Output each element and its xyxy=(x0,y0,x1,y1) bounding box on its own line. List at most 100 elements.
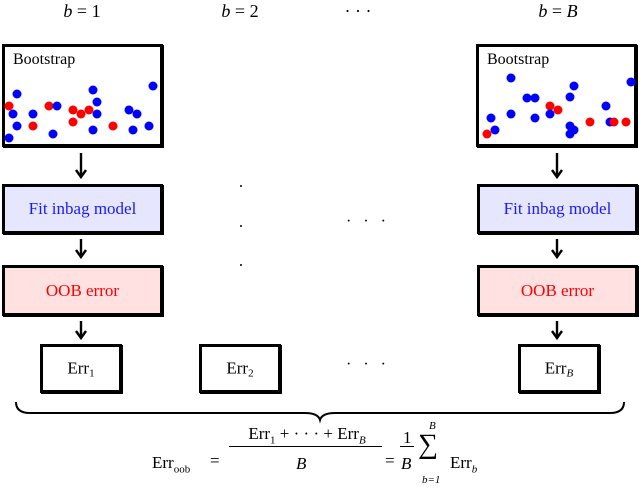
vertical-ellipsis-dot xyxy=(240,264,242,266)
num-base: Err xyxy=(248,424,271,443)
red-point xyxy=(585,117,595,127)
formula-eq1: = xyxy=(210,451,220,470)
oob-error-label: OOB error xyxy=(45,280,120,300)
red-point xyxy=(553,105,563,115)
header-b-equals-2: b = 2 xyxy=(190,0,290,22)
red-point xyxy=(44,101,54,111)
header-val: B xyxy=(566,1,578,21)
header-val: 2 xyxy=(249,1,259,21)
blue-point xyxy=(569,125,579,135)
blue-point xyxy=(522,93,532,103)
blue-point xyxy=(92,109,102,119)
red-point xyxy=(76,109,86,119)
blue-point xyxy=(486,113,496,123)
blue-point xyxy=(8,109,18,119)
sum-lower: b=1 xyxy=(422,474,441,486)
err-ellipsis: · · · xyxy=(346,356,390,373)
fit-inbag-model-box-B: Fit inbag model xyxy=(477,184,638,234)
blue-point xyxy=(88,125,98,135)
formula-numerator: Err1 + · · · + ErrB xyxy=(232,424,382,446)
header-eq: = xyxy=(230,1,250,21)
blue-point xyxy=(4,133,14,143)
term-base: Err xyxy=(450,453,472,472)
blue-point xyxy=(530,113,540,123)
blue-point xyxy=(12,121,22,131)
err-sub: 1 xyxy=(89,367,95,379)
err-box-1: Err1 xyxy=(40,344,122,393)
sum-symbol: ∑ xyxy=(418,429,438,460)
lhs-sub: oob xyxy=(173,463,191,476)
blue-point xyxy=(12,89,22,99)
red-point xyxy=(84,105,94,115)
bootstrap-box-1: Bootstrap xyxy=(2,44,163,147)
red-point xyxy=(108,121,118,131)
sum-upper: B xyxy=(429,420,436,432)
blue-point xyxy=(52,101,62,111)
err-base: Err xyxy=(226,358,249,377)
formula-eq2: = xyxy=(385,451,395,470)
red-point xyxy=(609,117,619,127)
num-plus: + · · · + xyxy=(275,424,338,443)
formula-frac2-den: B xyxy=(401,454,412,473)
err-box-2: Err2 xyxy=(199,344,281,393)
blue-point xyxy=(569,81,579,91)
header-eq: = xyxy=(72,1,92,21)
err-1-label: Err1 xyxy=(43,358,119,379)
blue-point xyxy=(144,121,154,131)
blue-point xyxy=(506,73,516,83)
fraction-line xyxy=(229,446,382,447)
blue-point xyxy=(128,125,138,135)
blue-point xyxy=(92,97,102,107)
arrow-down-icon xyxy=(75,153,563,341)
fit-inbag-label: Fit inbag model xyxy=(503,199,612,218)
oob-error-label: OOB error xyxy=(520,280,595,300)
formula-denominator: B xyxy=(296,454,307,473)
blue-point xyxy=(88,85,98,95)
curly-brace-icon xyxy=(15,401,625,424)
blue-point xyxy=(124,105,134,115)
middle-ellipsis: · · · xyxy=(346,213,390,230)
blue-point xyxy=(565,92,575,102)
formula-frac2-num: 1 xyxy=(403,428,412,447)
num-base: Err xyxy=(337,424,359,443)
header-ellipsis: · · · xyxy=(344,1,372,21)
num-sub: 1 xyxy=(270,434,276,447)
red-point xyxy=(68,105,78,115)
vertical-ellipsis-dot xyxy=(240,185,242,187)
blue-point xyxy=(132,109,142,119)
header-val: 1 xyxy=(91,1,101,21)
blue-point xyxy=(506,109,516,119)
err-box-B: ErrB xyxy=(518,344,600,393)
fit-inbag-model-box-1: Fit inbag model xyxy=(2,184,163,234)
err-sub: 2 xyxy=(248,367,254,379)
header-b-equals-B: b = B xyxy=(508,0,608,22)
bootstrap-box-B: Bootstrap xyxy=(476,44,637,147)
red-point xyxy=(68,117,78,127)
header-b-equals-1: b = 1 xyxy=(32,0,132,22)
formula-lhs: Erroob xyxy=(152,453,190,475)
red-point xyxy=(4,101,14,111)
formula-term: Errb xyxy=(450,453,477,475)
err-base: Err xyxy=(67,358,90,377)
blue-point xyxy=(48,129,58,139)
err-B-label: ErrB xyxy=(521,358,597,379)
oob-error-box-1: OOB error xyxy=(2,265,163,316)
term-sub: b xyxy=(471,463,478,476)
header-var: b xyxy=(538,1,548,21)
bootstrap-label: Bootstrap xyxy=(487,51,550,68)
fit-inbag-label: Fit inbag model xyxy=(28,199,137,218)
header-var: b xyxy=(221,1,231,21)
blue-point xyxy=(601,101,611,111)
blue-point xyxy=(148,81,158,91)
red-point xyxy=(621,117,631,127)
err-sub: B xyxy=(566,367,574,379)
blue-point xyxy=(626,77,636,87)
blue-point xyxy=(28,109,38,119)
blue-point xyxy=(545,109,555,119)
header-eq: = xyxy=(547,1,567,21)
err-base: Err xyxy=(544,358,567,377)
lhs-base: Err xyxy=(152,453,174,472)
oob-error-box-B: OOB error xyxy=(477,265,638,316)
blue-point xyxy=(490,125,500,135)
